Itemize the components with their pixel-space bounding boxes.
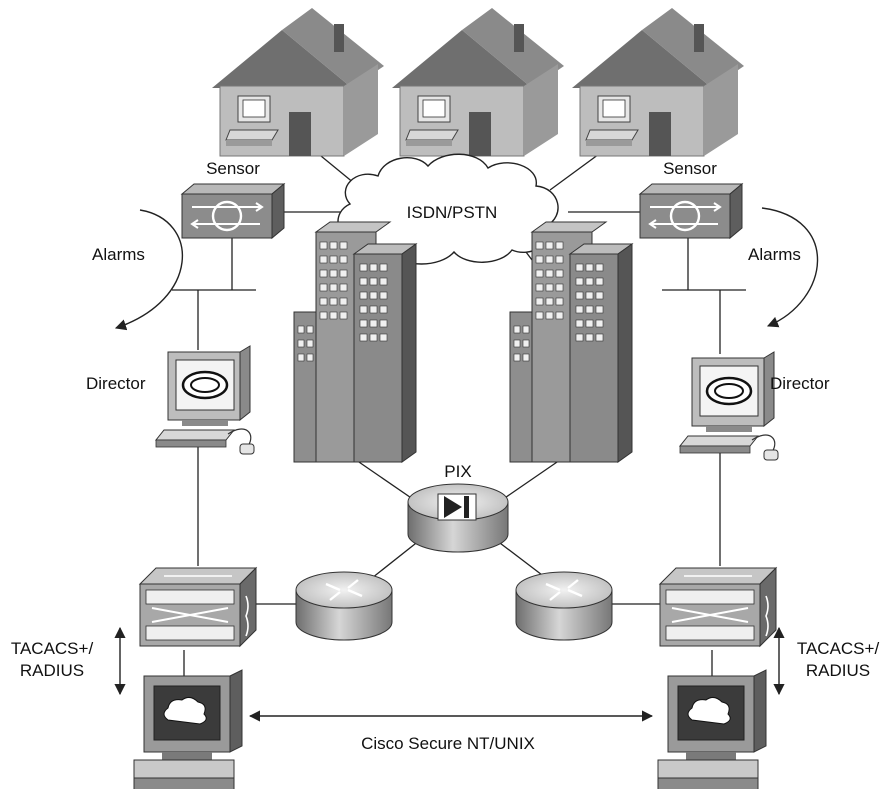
building-left	[293, 221, 417, 463]
router-left	[294, 570, 394, 642]
sensor-left	[180, 182, 286, 240]
remote-home-3	[571, 7, 745, 157]
sensor-right	[638, 182, 744, 240]
link-pix-routerL	[371, 539, 421, 579]
alarms-left-label: Alarms	[92, 245, 145, 264]
building-right	[509, 221, 633, 463]
pix-label: PIX	[444, 462, 471, 481]
director-left-label: Director	[86, 374, 146, 393]
link-bldgR-pix	[495, 459, 561, 505]
pix-firewall	[407, 483, 509, 553]
tacacs-left-label-1: TACACS+/	[11, 639, 94, 658]
link-bldgL-pix	[355, 459, 421, 505]
alarm-arrow-right	[761, 207, 819, 328]
alarm-arrow-left	[114, 209, 183, 331]
secure-server-right	[657, 669, 767, 789]
director-right-label: Director	[770, 374, 830, 393]
isdn-pstn-cloud	[337, 153, 559, 265]
tacacs-right-label-2: RADIUS	[806, 661, 870, 680]
remote-home-1	[211, 7, 385, 157]
alarms-right-label: Alarms	[748, 245, 801, 264]
tacacs-left-label-2: RADIUS	[20, 661, 84, 680]
sensor-left-label: Sensor	[206, 159, 260, 178]
cloud-label: ISDN/PSTN	[407, 203, 498, 222]
secure-label: Cisco Secure NT/UNIX	[361, 734, 535, 753]
switch-right	[659, 567, 777, 647]
director-right	[678, 350, 780, 462]
remote-home-2	[391, 7, 565, 157]
director-left	[154, 344, 256, 456]
link-pix-routerR	[495, 539, 547, 579]
secure-server-left	[133, 669, 243, 789]
router-right	[514, 570, 614, 642]
switch-left	[139, 567, 257, 647]
tacacs-right-label-1: TACACS+/	[797, 639, 880, 658]
sensor-right-label: Sensor	[663, 159, 717, 178]
